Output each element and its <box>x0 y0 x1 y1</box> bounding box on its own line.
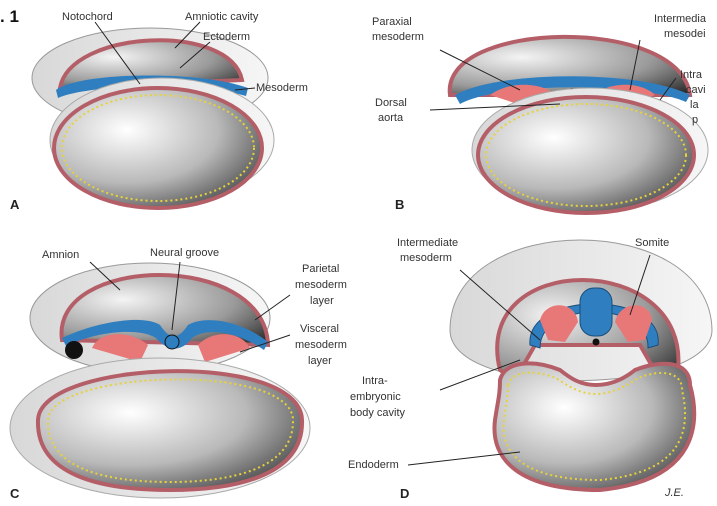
neural-tube-d <box>580 288 612 336</box>
yolk-sac-d <box>494 363 694 490</box>
artist-signature: J.E. <box>664 487 684 499</box>
label-parietal-2: mesoderm <box>295 279 347 291</box>
yolk-sac-c <box>38 371 302 490</box>
label-intermediate-1: Intermedia <box>654 13 707 25</box>
label-intra-1-d: Intra- <box>362 375 388 387</box>
label-parietal-1: Parietal <box>302 263 339 275</box>
label-neural-groove: Neural groove <box>150 247 219 259</box>
figure-label: . 1 <box>0 7 19 26</box>
label-somite: Somite <box>635 237 669 249</box>
label-visceral-1: Visceral <box>300 323 339 335</box>
label-notochord: Notochord <box>62 11 113 23</box>
yolk-sac-b <box>478 97 694 213</box>
yolk-sac-a <box>54 88 262 208</box>
panel-letter-d: D <box>400 486 409 501</box>
label-intra-3: la <box>690 99 699 111</box>
label-visceral-2: mesoderm <box>295 339 347 351</box>
neural-groove-shape <box>165 335 179 349</box>
panel-letter-c: C <box>10 486 20 501</box>
label-intermediate-2: mesodei <box>664 28 706 40</box>
panel-a: Notochord Amniotic cavity Ectoderm Mesod… <box>10 11 308 212</box>
label-intra-2-d: embryonic <box>350 391 401 403</box>
label-paraxial-2: mesoderm <box>372 31 424 43</box>
panel-letter-b: B <box>395 197 404 212</box>
label-intermediate-2-d: mesoderm <box>400 252 452 264</box>
label-amnion: Amnion <box>42 249 79 261</box>
label-mesoderm: Mesoderm <box>256 82 308 94</box>
label-parietal-3: layer <box>310 295 334 307</box>
label-dorsal-2: aorta <box>378 112 404 124</box>
label-ectoderm: Ectoderm <box>203 31 250 43</box>
label-visceral-3: layer <box>308 355 332 367</box>
label-amniotic-cavity: Amniotic cavity <box>185 11 259 23</box>
label-intra-4: p <box>692 114 698 126</box>
label-paraxial-1: Paraxial <box>372 16 412 28</box>
label-intra-3-d: body cavity <box>350 407 406 419</box>
label-intermediate-1-d: Intermediate <box>397 237 458 249</box>
panel-d: Intermediate mesoderm Somite Intra- embr… <box>348 237 712 501</box>
label-dorsal-1: Dorsal <box>375 97 407 109</box>
panel-b: Paraxial mesoderm Intermedia mesodei Dor… <box>372 13 708 213</box>
panel-c: Amnion Neural groove Parietal mesoderm l… <box>10 247 347 501</box>
dark-mass-c <box>65 341 83 359</box>
panel-letter-a: A <box>10 197 20 212</box>
notochord-d <box>593 339 600 346</box>
label-endoderm: Endoderm <box>348 459 399 471</box>
label-intra-2: cavi <box>686 84 706 96</box>
label-intra-1: Intra <box>680 69 703 81</box>
